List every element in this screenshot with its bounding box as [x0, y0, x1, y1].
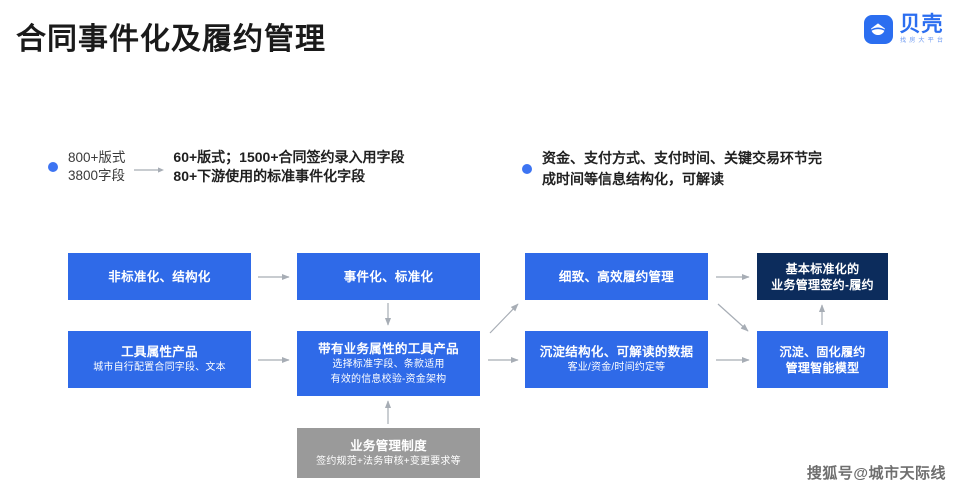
- flow-node-r2c2-sub-line2: 有效的信息校验-资金架构: [330, 373, 447, 385]
- flow-node-r2c1-title: 工具属性产品: [121, 345, 198, 359]
- flow-node-r2c3-sub: 客业/资金/时间约定等: [567, 362, 666, 373]
- bullet-dot-icon: [522, 164, 532, 174]
- flow-node-r1c4-title-line2: 业务管理签约-履约: [771, 277, 874, 292]
- shell-house-icon: [863, 14, 893, 44]
- bullet-list: 800+版式 3800字段 60+版式；1500+合同签约录入用字段 80+下游…: [0, 148, 960, 208]
- flow-node-r2c4-title-line1: 沉淀、固化履约: [779, 344, 866, 359]
- flow-node-r2c4[interactable]: 沉淀、固化履约 管理智能模型: [757, 331, 888, 388]
- page-title: 合同事件化及履约管理: [16, 23, 326, 56]
- flow-node-r1c4-title-line1: 基本标准化的: [785, 261, 860, 276]
- bullet-structured-info-text: 资金、支付方式、支付时间、关键交易环节完 成时间等信息结构化，可解读: [542, 148, 822, 190]
- flow-node-r2c1-sub: 城市自行配置合同字段、文本: [93, 362, 226, 373]
- flow-node-r2c4-title-line2: 管理智能模型: [785, 360, 860, 375]
- flow-node-r2c2[interactable]: 带有业务属性的工具产品 选择标准字段、条款适用 有效的信息校验-资金架构: [297, 331, 480, 396]
- bullet-transform-to-line2: 80+下游使用的标准事件化字段: [173, 168, 366, 184]
- brand-logo: 贝壳 找房大平台: [863, 14, 949, 45]
- bullet-structured-info: 资金、支付方式、支付时间、关键交易环节完 成时间等信息结构化，可解读: [522, 148, 822, 190]
- flow-node-r2c3-title: 沉淀结构化、可解读的数据: [539, 345, 694, 359]
- bullet-transform-to: 60+版式；1500+合同签约录入用字段 80+下游使用的标准事件化字段: [173, 148, 404, 186]
- brand-text: 贝壳 找房大平台: [900, 14, 949, 45]
- bullet-structured-info-line1: 资金、支付方式、支付时间、关键交易环节完: [542, 150, 822, 166]
- brand-tagline: 找房大平台: [899, 37, 946, 44]
- arrow-r1c3-to-r2c4: [717, 303, 749, 332]
- flow-node-r1c4[interactable]: 基本标准化的 业务管理签约-履约: [757, 253, 888, 300]
- bullet-transform-from: 800+版式 3800字段: [68, 149, 125, 185]
- flow-node-r2c2-sub-line1: 选择标准字段、条款适用: [332, 358, 445, 370]
- bullet-transform-from-line1: 800+版式: [68, 150, 126, 165]
- flow-node-r2c2-title: 带有业务属性的工具产品: [318, 341, 459, 356]
- flow-node-r1c1[interactable]: 非标准化、结构化: [68, 253, 251, 300]
- flow-node-r2c3[interactable]: 沉淀结构化、可解读的数据 客业/资金/时间约定等: [525, 331, 708, 388]
- bullet-transform-to-line1: 60+版式；1500+合同签约录入用字段: [173, 149, 405, 165]
- flow-node-r1c3[interactable]: 细致、高效履约管理: [525, 253, 708, 300]
- arrow-r2c2-to-r1c3: [489, 303, 519, 334]
- watermark: 搜狐号@城市天际线: [806, 465, 946, 482]
- bullet-transform: 800+版式 3800字段 60+版式；1500+合同签约录入用字段 80+下游…: [48, 148, 405, 186]
- bullet-transform-content: 800+版式 3800字段 60+版式；1500+合同签约录入用字段 80+下游…: [68, 148, 405, 186]
- brand-name: 贝壳: [899, 13, 944, 36]
- right-arrow-icon: [134, 162, 165, 173]
- flow-node-r1c2[interactable]: 事件化、标准化: [297, 253, 480, 300]
- flow-node-r1c1-title: 非标准化、结构化: [108, 269, 211, 284]
- bullet-dot-icon: [48, 162, 58, 172]
- bullet-transform-from-line2: 3800字段: [68, 168, 126, 183]
- flow-node-r2c1[interactable]: 工具属性产品 城市自行配置合同字段、文本: [68, 331, 251, 388]
- bullet-structured-info-line2: 成时间等信息结构化，可解读: [542, 171, 724, 187]
- flow-node-r3c2[interactable]: 业务管理制度 签约规范+法务审核+变更要求等: [297, 428, 480, 478]
- flow-node-r1c2-title: 事件化、标准化: [343, 269, 434, 284]
- flow-node-r3c2-title: 业务管理制度: [350, 438, 427, 453]
- flow-node-r1c3-title: 细致、高效履约管理: [558, 269, 675, 284]
- flow-node-r3c2-sub: 签约规范+法务审核+变更要求等: [316, 455, 461, 467]
